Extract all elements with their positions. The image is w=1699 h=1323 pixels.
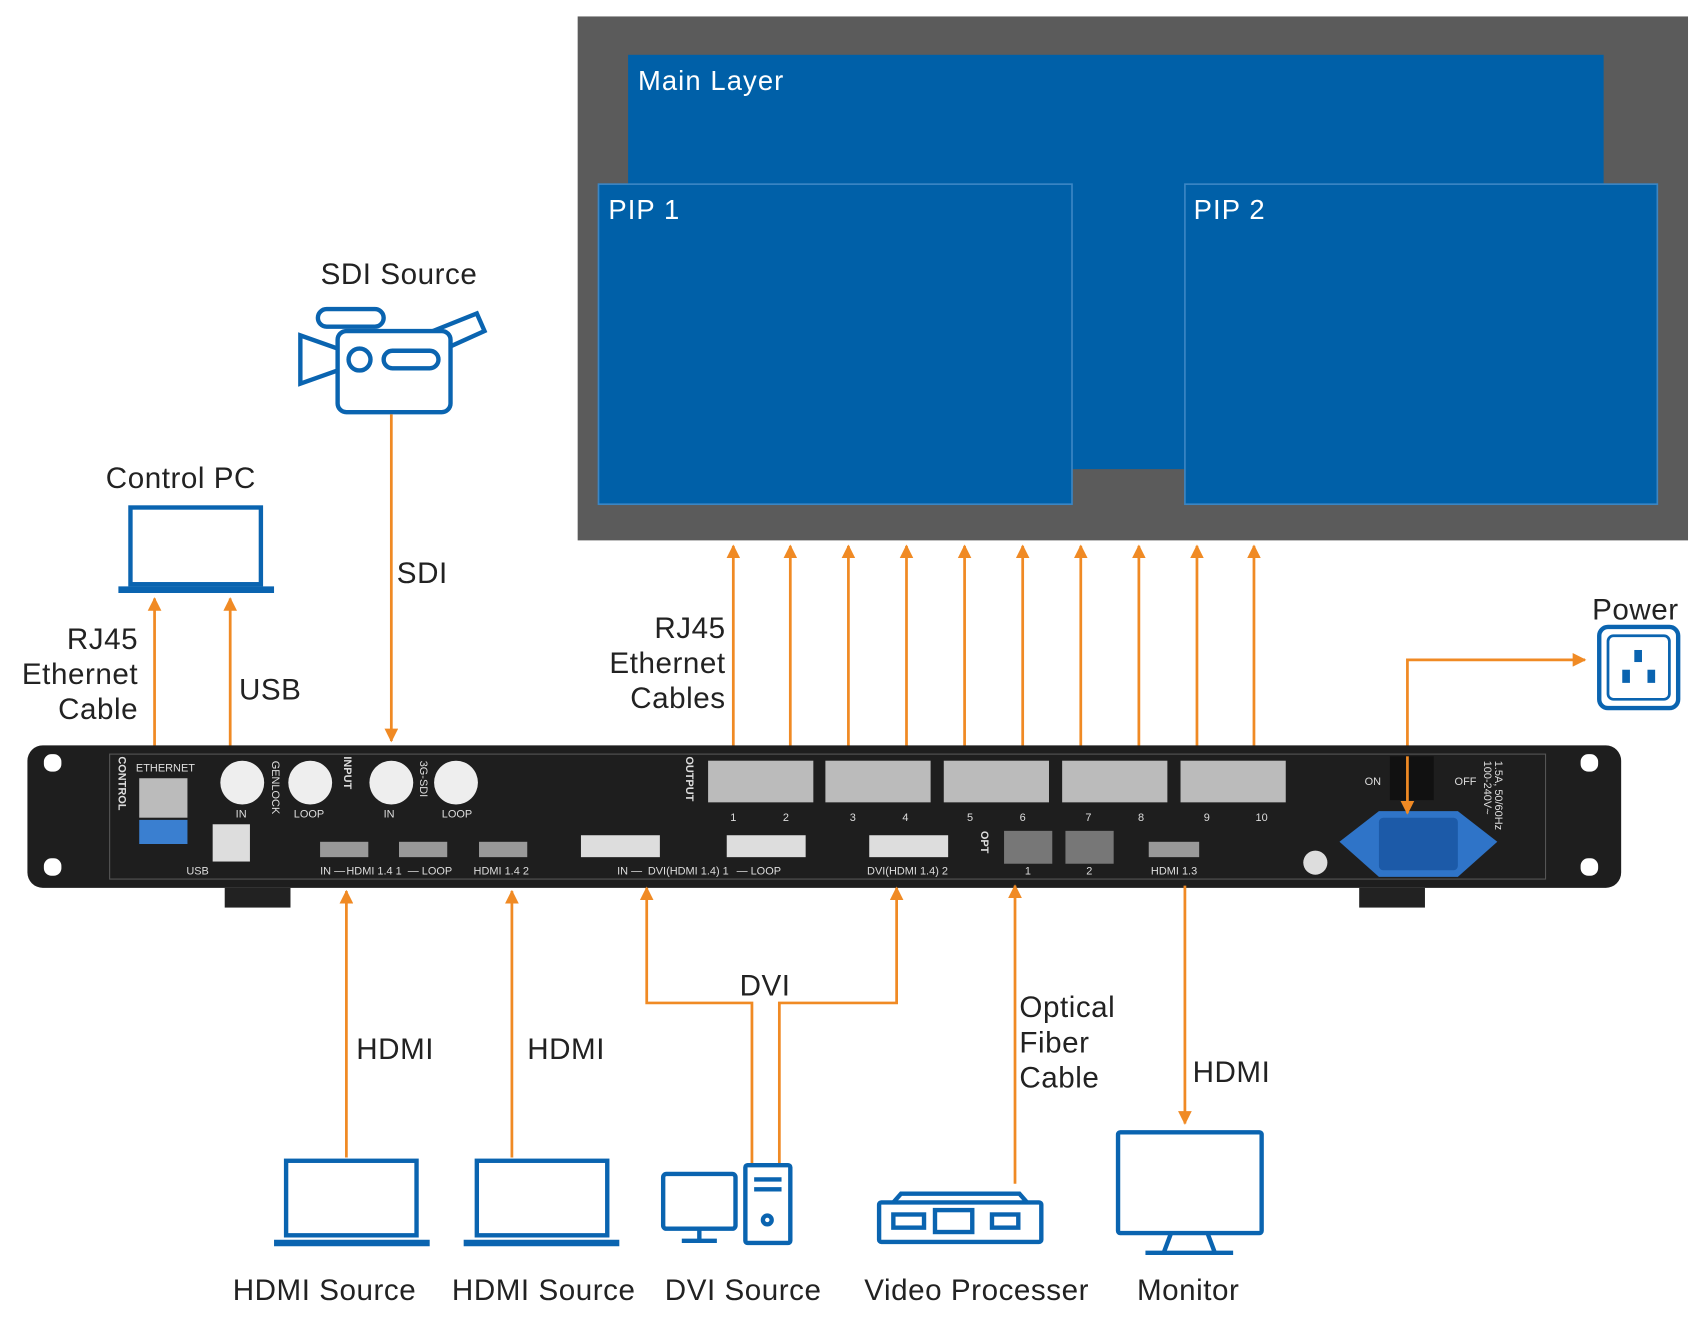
hdmi14-2-label: HDMI 1.4 2	[474, 866, 529, 878]
ethernet-port-label: ETHERNET	[136, 763, 195, 775]
hdmi14-1-in-port[interactable]	[320, 841, 369, 858]
dvi1-in-port[interactable]	[580, 835, 660, 858]
power-voltage: 100-240V~	[1481, 761, 1493, 815]
optical-cable-label: Optical	[1019, 991, 1115, 1024]
led-screen: Main Layer PIP 1 PIP 2	[577, 16, 1689, 541]
pip1-layer	[597, 183, 1073, 506]
output-port-number: 9	[1204, 812, 1210, 824]
rj45-output-ports	[708, 760, 1286, 803]
output-port-number: 5	[967, 812, 973, 824]
output-panel-label: OUTPUT	[683, 756, 695, 801]
dvi-cable-label: DVI	[740, 969, 791, 1002]
opt-port-1[interactable]	[1004, 830, 1053, 864]
genlock-loop-label: LOOP	[294, 809, 324, 821]
output-port-number: 10	[1256, 812, 1268, 824]
dvi1-loop-port[interactable]	[726, 835, 806, 858]
genlock-label: GENLOCK	[269, 761, 281, 815]
rj45-cable-label: Ethernet	[22, 658, 138, 691]
output-port-number: 4	[902, 812, 908, 824]
control-pc-label: Control PC	[106, 462, 256, 495]
optical-cable-label: Cable	[1019, 1061, 1099, 1094]
switch-off-label: OFF	[1455, 776, 1477, 788]
genlock-in-label: IN	[236, 809, 247, 821]
dvi-source-label: DVI Source	[665, 1274, 822, 1307]
opt-panel-label: OPT	[978, 831, 990, 854]
output-port-number: 7	[1085, 812, 1091, 824]
power-label: Power	[1592, 593, 1679, 626]
switch-on-label: ON	[1365, 776, 1382, 788]
ethernet-port[interactable]	[139, 778, 188, 818]
video-processor-label: Video Processer	[864, 1274, 1089, 1307]
output-port-number: 6	[1020, 812, 1026, 824]
usb-b-port[interactable]	[212, 824, 250, 862]
ground-screw	[1303, 850, 1328, 875]
video-processor-icon	[876, 1191, 1044, 1245]
dvi-in-label: IN —	[617, 866, 642, 878]
hdmi-source-1-label: HDMI Source	[233, 1274, 417, 1307]
hdmi13-output-port[interactable]	[1148, 841, 1200, 858]
laptop-icon	[463, 1158, 620, 1247]
output-port-number: 1	[730, 812, 736, 824]
pip2-layer	[1184, 183, 1659, 506]
rj45-cables-label: RJ45	[654, 612, 725, 645]
main-layer-label: Main Layer	[638, 65, 784, 96]
hdmi14-1-loop-port[interactable]	[399, 841, 448, 858]
usb-cable-label: USB	[239, 673, 301, 706]
sdi-in-label: IN	[384, 809, 395, 821]
desktop-pc-icon	[660, 1162, 793, 1246]
hdmi-source-2-label: HDMI Source	[452, 1274, 636, 1307]
opt-port-number: 1	[1025, 866, 1031, 878]
dvi-loop-label: — LOOP	[737, 866, 781, 878]
rj45-cables-label: Cables	[630, 682, 725, 715]
sdi-label: 3G-SDI	[417, 761, 429, 798]
opt-port-2[interactable]	[1065, 830, 1114, 864]
rj45-cable-label: RJ45	[67, 623, 138, 656]
monitor-hdmi-cable-label: HDMI	[1193, 1056, 1271, 1089]
output-port-number: 2	[783, 812, 789, 824]
usb-label: USB	[186, 866, 209, 878]
pip1-label: PIP 1	[608, 194, 680, 225]
hdmi-loop-label: — LOOP	[408, 866, 452, 878]
hdmi13-label: HDMI 1.3	[1151, 866, 1197, 878]
sdi-loop-bnc[interactable]	[434, 760, 478, 805]
hdmi1-cable-label: HDMI	[356, 1033, 434, 1066]
output-port-number: 8	[1138, 812, 1144, 824]
sdi-loop-label: LOOP	[442, 809, 472, 821]
rj45-cables-label: Ethernet	[609, 647, 725, 680]
monitor-label: Monitor	[1137, 1274, 1239, 1307]
laptop-icon	[118, 505, 275, 593]
hdmi14-1-label: HDMI 1.4 1	[346, 866, 401, 878]
camera-icon	[298, 306, 488, 415]
sdi-source-label: SDI Source	[321, 258, 478, 291]
rj45-cable-label: Cable	[58, 693, 138, 726]
power-outlet-icon	[1597, 624, 1681, 711]
output-port-number: 3	[850, 812, 856, 824]
sdi-cable-label: SDI	[397, 557, 448, 590]
hdmi2-cable-label: HDMI	[527, 1033, 605, 1066]
hdmi14-2-port[interactable]	[479, 841, 528, 858]
input-panel-label: INPUT	[341, 756, 353, 789]
pip2-label: PIP 2	[1194, 194, 1266, 225]
dvi2-label: DVI(HDMI 1.4) 2	[867, 866, 948, 878]
control-panel-label: CONTROL	[115, 756, 127, 810]
hdmi-in-label: IN —	[320, 866, 345, 878]
dvi2-port[interactable]	[869, 835, 949, 858]
opt-port-number: 2	[1086, 866, 1092, 878]
output-cables	[726, 544, 1261, 768]
power-rating: 1.5A, 50/60Hz	[1492, 761, 1504, 830]
processor-device: CONTROL ETHERNET USB IN LOOP GENLOCK INP…	[27, 745, 1622, 908]
genlock-loop-bnc[interactable]	[288, 760, 333, 805]
power-switch[interactable]	[1389, 756, 1434, 801]
optical-cable-label: Fiber	[1019, 1026, 1089, 1059]
sdi-in-bnc[interactable]	[369, 760, 414, 805]
genlock-in-bnc[interactable]	[220, 760, 265, 805]
monitor-icon	[1115, 1130, 1264, 1256]
laptop-icon	[274, 1158, 430, 1247]
usb-a-port[interactable]	[139, 819, 188, 845]
dvi1-label: DVI(HDMI 1.4) 1	[648, 866, 729, 878]
